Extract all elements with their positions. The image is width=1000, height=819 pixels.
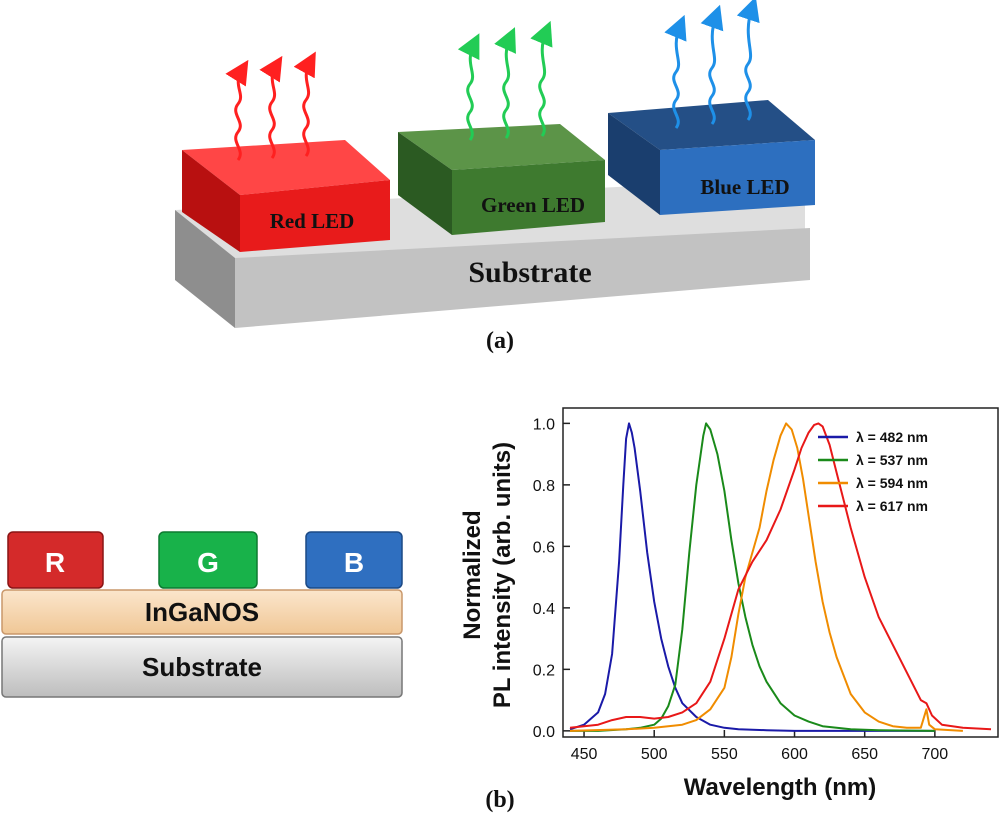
plot-frame <box>562 407 999 738</box>
ingaNOS-layer <box>1 589 403 635</box>
green-emission-arrow <box>530 20 553 137</box>
legend-label: λ = 594 nm <box>856 475 928 491</box>
green-emission-arrow <box>494 27 516 139</box>
blue-emission-arrow <box>736 0 760 121</box>
blue-led-label: Blue LED <box>700 175 789 199</box>
series-lines <box>569 422 992 732</box>
x-tick-label: 450 <box>571 746 598 763</box>
x-tick-label: 600 <box>781 746 808 763</box>
panel-a: Substrate Red LED Green LED Blue LED <box>175 0 815 354</box>
caption-a: (a) <box>486 328 514 354</box>
series-line-2 <box>569 422 963 732</box>
x-tick-label: 700 <box>922 746 949 763</box>
pixel-g-label: G <box>197 547 219 578</box>
red-emission-arrow <box>293 51 316 157</box>
legend: λ = 482 nm λ = 537 nm λ = 594 nm λ = 617 nm <box>818 429 928 514</box>
series-line-1 <box>570 422 935 732</box>
green-led-label: Green LED <box>481 193 585 217</box>
blue-emission-arrows <box>664 0 760 129</box>
pixel-r <box>7 531 104 589</box>
caption-b: (b) <box>485 787 514 813</box>
series-line-0 <box>569 422 935 732</box>
pl-spectrum-chart: 450 500 550 600 650 700 0.0 0.2 0.4 0.6 0.8 1.0 λ … <box>459 407 999 801</box>
pixel-r-label: R <box>45 547 65 578</box>
x-tick-label: 650 <box>851 746 878 763</box>
pixel-b <box>305 531 403 589</box>
substrate-2d-label: Substrate <box>142 652 262 682</box>
y-tick-label: 0.6 <box>533 539 555 556</box>
red-emission-arrow <box>225 59 249 161</box>
y-tick-label: 0.8 <box>533 478 555 495</box>
green-emission-arrows <box>457 20 553 141</box>
green-emission-arrow <box>457 33 480 141</box>
substrate-2d <box>1 636 403 698</box>
ingaNOS-label: InGaNOS <box>145 597 259 627</box>
x-axis-label: Wavelength (nm) <box>684 774 876 801</box>
substrate-label: Substrate <box>468 256 591 289</box>
panel-b-cross-section: R G B InGaNOS Substrate <box>1 531 403 698</box>
y-axis-label-line2: PL intensity (arb. units) <box>489 442 516 708</box>
blue-led-block: Blue LED <box>608 100 815 215</box>
y-axis: 0.0 0.2 0.4 0.6 0.8 1.0 <box>533 416 570 741</box>
x-tick-label: 500 <box>641 746 668 763</box>
y-tick-label: 1.0 <box>533 416 555 433</box>
y-tick-label: 0.4 <box>533 601 555 618</box>
red-emission-arrows <box>225 51 316 161</box>
red-led-block: Red LED <box>182 140 390 252</box>
pixel-g <box>158 531 258 589</box>
green-led-block: Green LED <box>398 124 605 235</box>
blue-emission-arrow <box>664 14 687 129</box>
legend-label: λ = 482 nm <box>856 429 928 445</box>
y-axis-label-line1: Normalized <box>459 510 486 639</box>
red-led-label: Red LED <box>270 209 355 233</box>
x-tick-label: 550 <box>711 746 738 763</box>
y-tick-label: 0.2 <box>533 662 555 679</box>
pixel-b-label: B <box>344 547 364 578</box>
legend-label: λ = 617 nm <box>856 498 928 514</box>
y-tick-label: 0.0 <box>533 724 555 741</box>
legend-label: λ = 537 nm <box>856 452 928 468</box>
series-line-3 <box>569 422 992 731</box>
blue-emission-arrow <box>700 4 724 125</box>
red-emission-arrow <box>259 55 283 159</box>
x-axis: 450 500 550 600 650 700 <box>571 730 949 763</box>
